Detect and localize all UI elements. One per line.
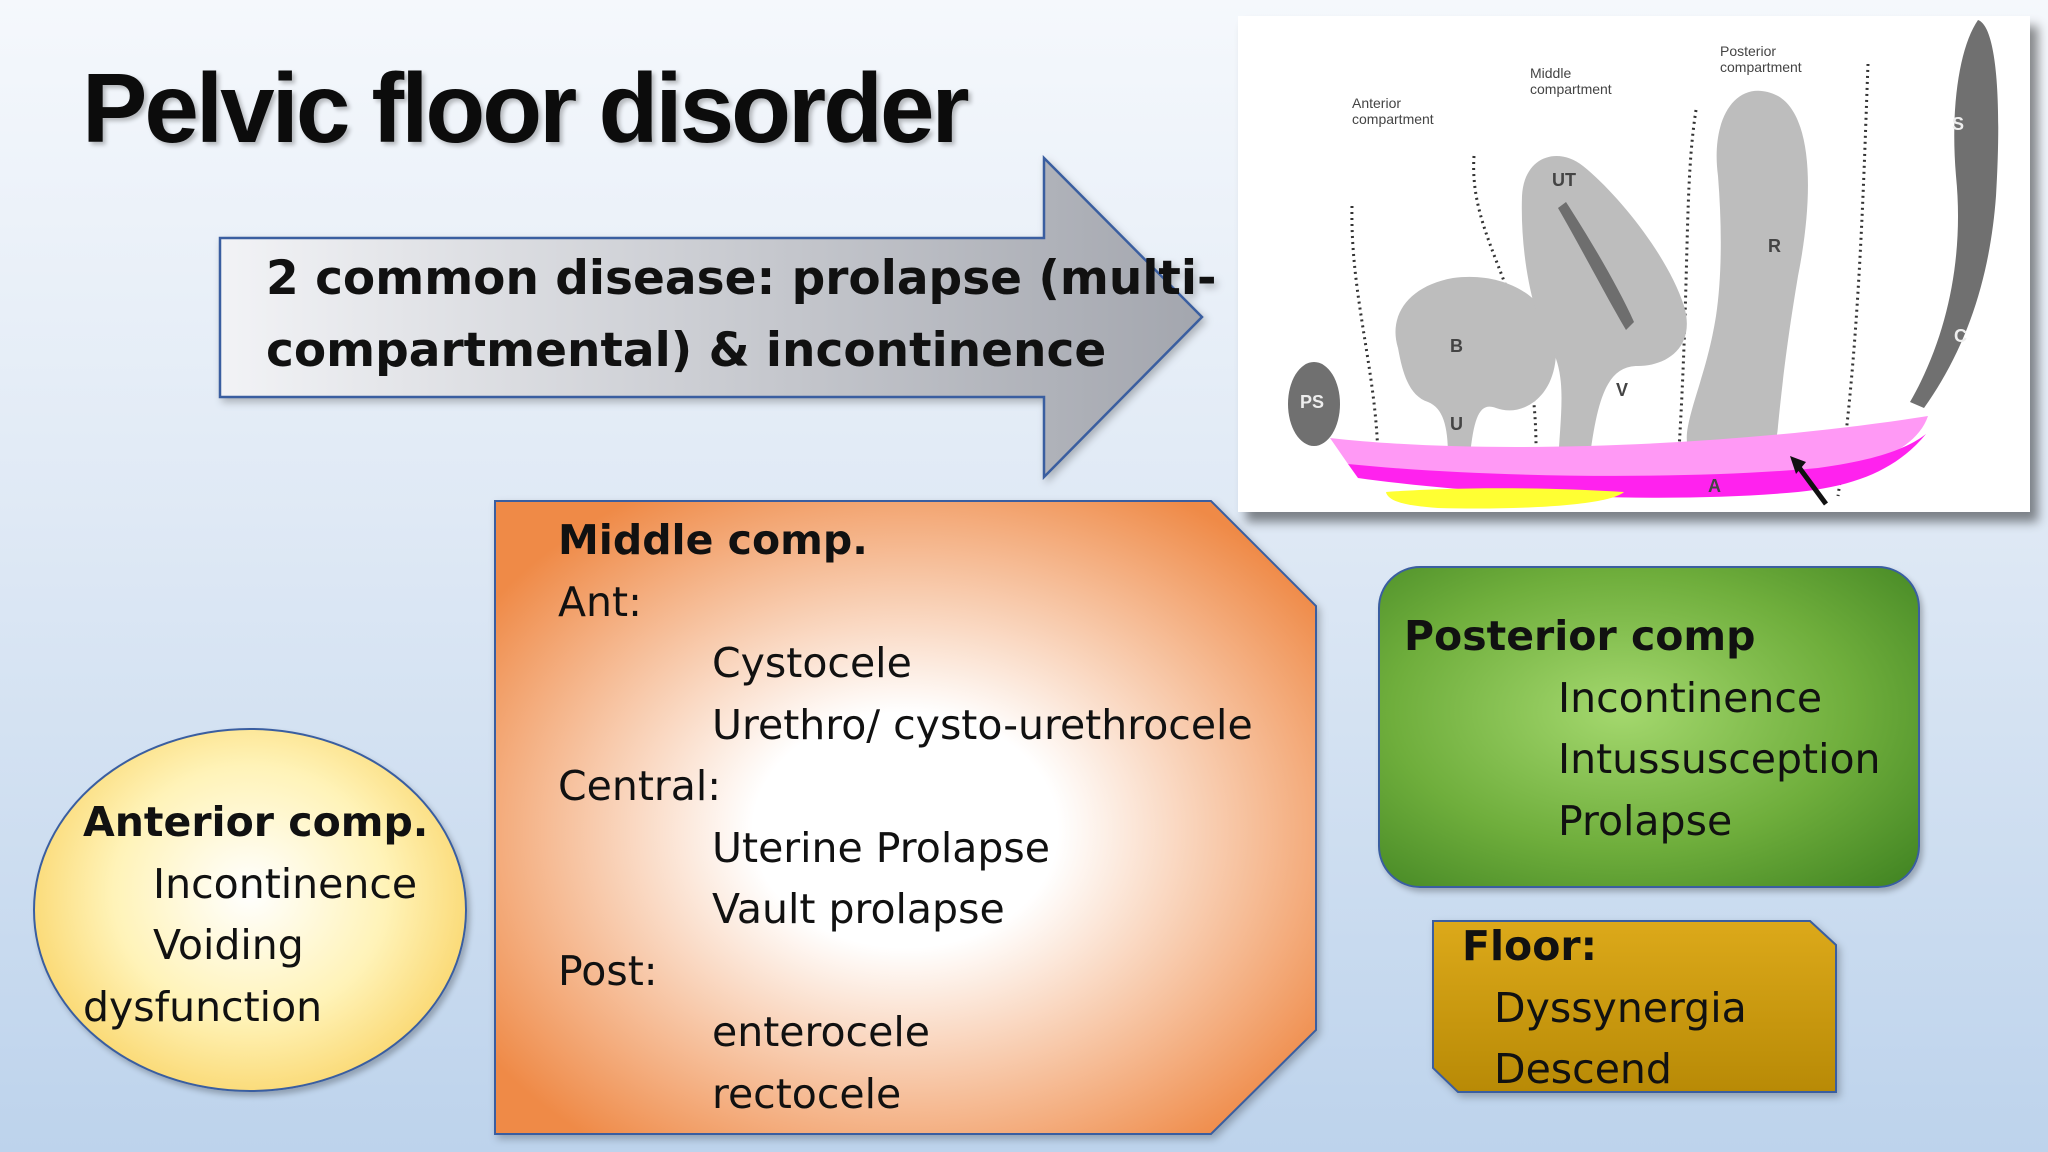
middle-compartment-label-1: Middle [1530,65,1571,81]
posterior-heading: Posterior comp [1404,612,1756,660]
summary-line-2: compartmental) & incontinence [266,323,1107,378]
ant-item-cystocele: Cystocele [712,639,912,687]
ant-label: Ant: [558,577,642,626]
floor-item-dyssynergia: Dyssynergia [1494,983,1747,1032]
central-item-vault-prolapse: Vault prolapse [712,885,1005,933]
floor-box-shape [1432,920,1837,1093]
boundary-line-4 [1836,63,1870,497]
posterior-compartment-label-1: Posterior [1720,43,1776,59]
central-label: Central: [558,762,722,810]
anterior-compartment-label-2: compartment [1352,111,1434,127]
pointer-arrow-line [1795,464,1829,506]
uterine-cavity-shape [1558,202,1634,330]
uterus-label: UT [1552,170,1576,190]
anterior-compartment-label-1: Anterior [1352,95,1401,111]
ant-item-urethrocele: Urethro/ cysto-urethrocele [712,700,1253,749]
levator-muscle-band [1348,434,1926,498]
middle-box-shape [494,500,1317,1135]
levator-light-band [1330,416,1928,486]
floor-content: Floor: Dyssynergia Descend [1462,916,1747,1101]
posterior-item-intussusception: Intussusception [1558,735,1881,783]
post-label: Post: [558,946,658,995]
pubic-symphysis-label: PS [1300,392,1324,412]
anterior-item-voiding: Voiding [153,921,304,969]
summary-line-1: 2 common disease: prolapse (multi- [266,251,1217,306]
sacrum-label: S [1952,114,1964,134]
post-item-enterocele: enterocele [712,1008,930,1056]
posterior-item-incontinence: Incontinence [1558,673,1823,722]
middle-compartment-content: Middle comp. Ant: Cystocele Urethro/ cys… [558,510,1253,1125]
arrow-shape [218,155,1204,480]
posterior-compartment-box: Posterior comp Incontinence Intussuscept… [1378,566,1920,888]
floor-heading: Floor: [1462,922,1598,970]
urethra-label: U [1450,414,1463,434]
boundary-line-3 [1676,109,1698,467]
summary-arrow: 2 common disease: prolapse (multi- compa… [218,155,1217,480]
bladder-shape [1395,276,1557,456]
posterior-compartment-label-2: compartment [1720,59,1802,75]
anterior-heading: Anterior comp. [83,798,429,846]
pubic-bone-shape [1288,362,1340,446]
anatomy-diagram: Anterior compartment Middle compartment … [1288,20,1999,509]
boundary-line-1 [1350,205,1380,467]
compartment-boundaries [1350,63,1870,497]
coccyx-label: C [1954,326,1967,346]
anus-label: A [1708,476,1721,496]
sacrum-shape [1910,20,1999,408]
post-item-rectocele: rectocele [712,1069,902,1118]
summary-text: 2 common disease: prolapse (multi- compa… [266,243,1217,387]
uterus-shape [1521,156,1687,466]
posterior-item-prolapse: Prolapse [1558,796,1733,845]
rectum-label: R [1768,236,1781,256]
rectum-shape [1686,90,1808,483]
slide-title: Pelvic floor disorder [82,53,970,163]
bladder-label: B [1450,336,1463,356]
anterior-compartment-ellipse: Anterior comp. Incontinence Voiding dysf… [33,728,467,1092]
middle-compartment-box: Middle comp. Ant: Cystocele Urethro/ cys… [494,500,1318,1136]
floor-box: Floor: Dyssynergia Descend [1432,920,1838,1094]
middle-heading: Middle comp. [558,516,868,564]
vagina-label: V [1616,380,1628,400]
anterior-compartment-content: Anterior comp. Incontinence Voiding dysf… [83,792,428,1038]
anterior-item-incontinence: Incontinence [153,859,418,908]
pointer-arrow-head [1790,456,1806,474]
sphincter-band [1386,488,1624,509]
pelvic-anatomy-figure: Anterior compartment Middle compartment … [1238,16,2030,512]
anterior-item-dysfunction: dysfunction [83,982,323,1031]
central-item-uterine-prolapse: Uterine Prolapse [712,823,1050,872]
floor-item-descend: Descend [1494,1045,1672,1093]
middle-compartment-label-2: compartment [1530,81,1612,97]
posterior-compartment-content: Posterior comp Incontinence Intussuscept… [1404,606,1881,852]
